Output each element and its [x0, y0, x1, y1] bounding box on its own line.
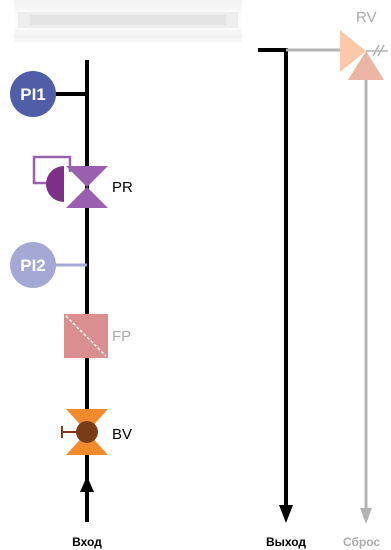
- relief-arrow: [360, 508, 372, 524]
- pr-sensing-line: [32, 155, 72, 185]
- pr-valve-icon: [66, 166, 108, 208]
- rv-outlet-icon: [348, 51, 384, 80]
- inlet-label: Вход: [72, 535, 102, 549]
- rv-valve-icon: [340, 30, 366, 72]
- relief-valve: RV: [340, 9, 388, 80]
- pr-label: PR: [112, 179, 133, 196]
- pressure-regulator: PR: [32, 155, 133, 208]
- bv-handle-icon: [76, 421, 98, 443]
- ball-valve: BV: [61, 409, 132, 455]
- inlet-arrow: [80, 476, 94, 492]
- relief-label: Сброс: [343, 535, 380, 549]
- equipment-image: [14, 0, 242, 42]
- pi2-label: PI2: [20, 256, 46, 275]
- outlet-arrow: [279, 505, 293, 523]
- fp-label: FP: [112, 328, 131, 345]
- pi1-gauge: PI1: [10, 71, 56, 117]
- rv-label: RV: [356, 9, 377, 26]
- filter: FP: [64, 314, 131, 358]
- pr-actuator-icon: [46, 166, 64, 202]
- outlet-label: Выход: [266, 535, 306, 549]
- pi2-gauge: PI2: [10, 242, 56, 288]
- pi1-label: PI1: [20, 85, 46, 104]
- bv-label: BV: [112, 426, 132, 443]
